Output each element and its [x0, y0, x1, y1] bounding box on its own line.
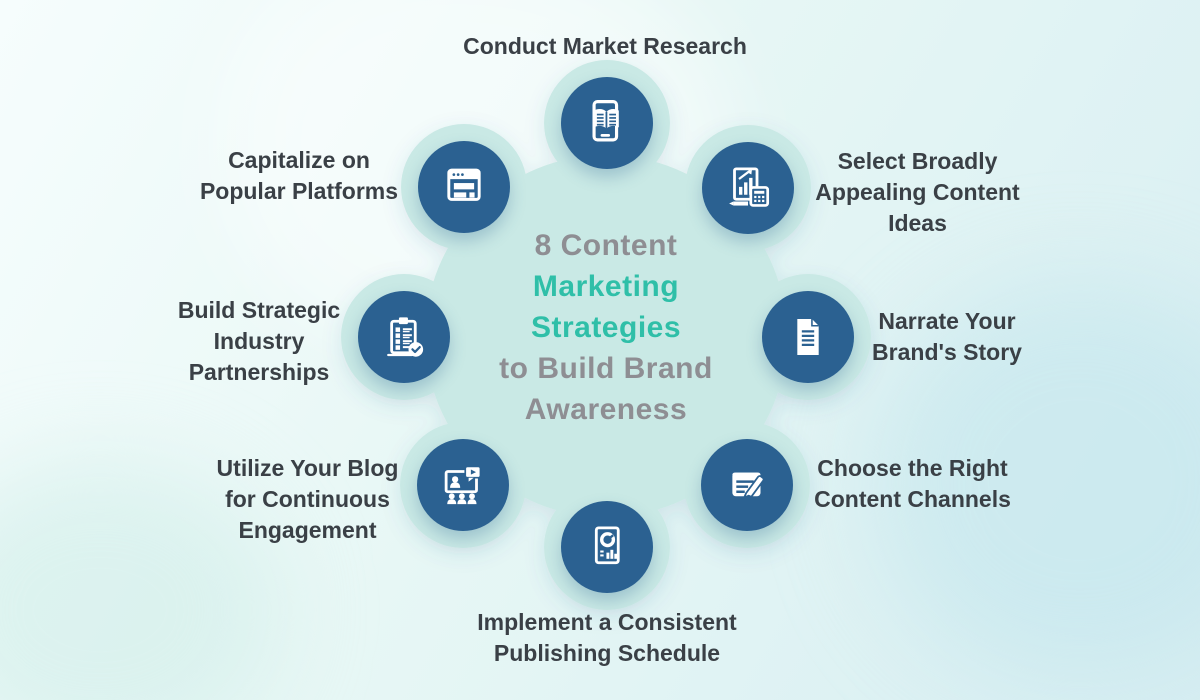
strategy-label-brand-story: Narrate Your Brand's Story [872, 308, 1022, 365]
strategy-circle-content-ideas [702, 142, 794, 234]
title-line: to Build Brand [499, 352, 713, 385]
strategy-label-popular-platforms: Capitalize on Popular Platforms [199, 147, 399, 204]
strategy-circle-brand-story [762, 291, 854, 383]
strategy-label-blog-engagement: Utilize Your Blog for Continuous Engagem… [216, 455, 399, 543]
strategy-label-industry-partnerships: Build Strategic Industry Partnerships [177, 297, 341, 385]
notepad-pencil-icon [732, 472, 765, 499]
strategy-label-publishing-schedule: Implement a Consistent Publishing Schedu… [477, 609, 737, 666]
strategy-circle-content-channels [701, 439, 793, 531]
title-line: Marketing [532, 270, 680, 303]
report-charts-icon [594, 526, 620, 565]
chart-calculator-icon [729, 167, 770, 207]
title-line: Strategies [530, 311, 682, 344]
title-line: 8 Content [534, 229, 678, 262]
mobile-book-icon [592, 100, 619, 142]
strategy-label-content-ideas: Select Broadly Appealing Content Ideas [815, 148, 1020, 236]
browser-icon [447, 168, 481, 201]
strategy-circle-blog-engagement [417, 439, 509, 531]
strategy-circle-popular-platforms [418, 141, 510, 233]
strategy-label-content-channels: Choose the Right Content Channels [814, 455, 1011, 512]
strategy-circle-industry-partnerships [358, 291, 450, 383]
strategy-label-market-research: Conduct Market Research [463, 33, 747, 59]
strategy-circle-publishing-schedule [561, 501, 653, 593]
title-line: Awareness [524, 393, 688, 426]
checklist-icon [387, 317, 424, 357]
strategy-circle-market-research [561, 77, 653, 169]
infographic-title: 8 Content Marketing Strategies to Build … [406, 225, 806, 430]
webinar-icon [444, 465, 482, 505]
document-icon [797, 319, 819, 355]
